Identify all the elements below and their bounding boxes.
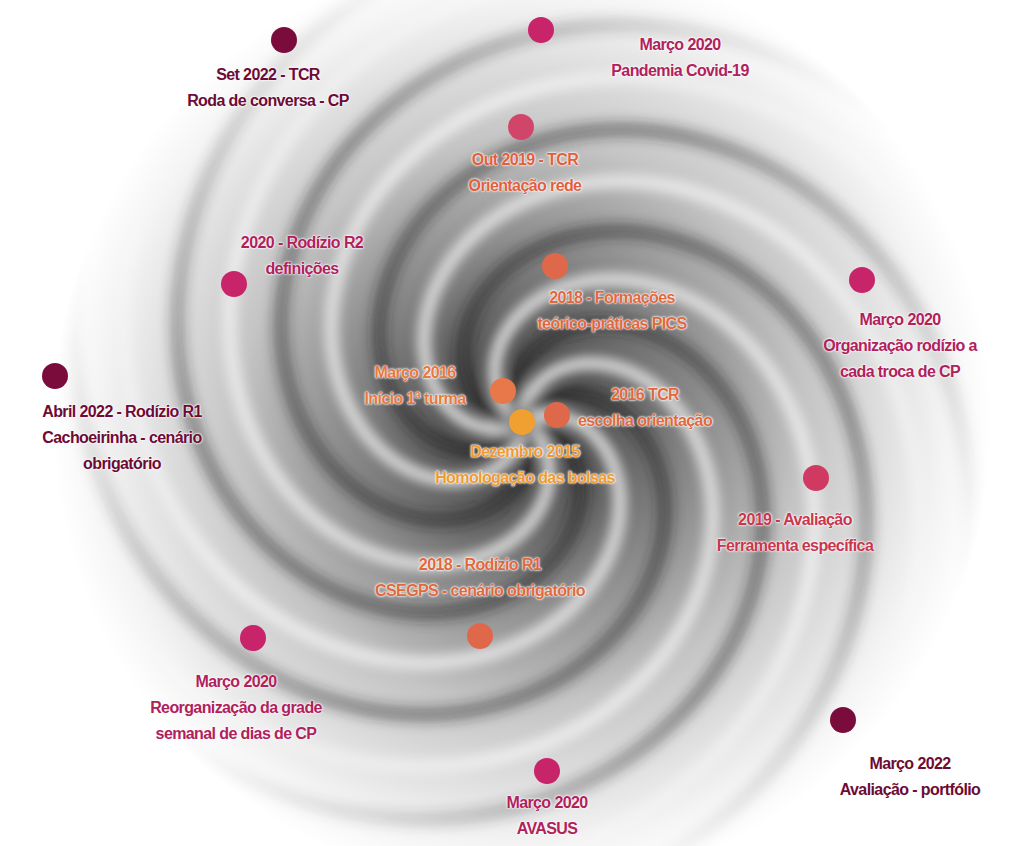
label-line: 2016 TCR bbox=[578, 382, 712, 408]
timeline-dots bbox=[42, 17, 875, 784]
label-line: Avaliação - portfólio bbox=[840, 777, 981, 803]
label-line: Organização rodízio a bbox=[823, 333, 977, 359]
spiral-arms bbox=[47, 0, 997, 846]
timeline-label: Março 2016 Início 1ª turma bbox=[365, 360, 466, 412]
label-line: Out 2019 - TCR bbox=[469, 147, 582, 173]
timeline-label: Dezembro 2015 Homologação das bolsas bbox=[435, 439, 615, 491]
timeline-dot bbox=[528, 17, 554, 43]
label-line: Dezembro 2015 bbox=[435, 439, 615, 465]
label-line: Cachoeirinha - cenário bbox=[42, 425, 202, 451]
timeline-label: Março 2020 Reorganização da grade semana… bbox=[150, 669, 322, 747]
timeline-label: 2018 - Formações teórico-práticas PICS bbox=[537, 285, 686, 337]
label-line: Março 2020 bbox=[150, 669, 322, 695]
label-line: Março 2016 bbox=[365, 360, 466, 386]
timeline-dot bbox=[803, 465, 829, 491]
label-line: 2018 - Rodízio R1 bbox=[375, 552, 585, 578]
label-line: 2018 - Formações bbox=[537, 285, 686, 311]
timeline-dot bbox=[534, 758, 560, 784]
label-line: definições bbox=[241, 256, 363, 282]
spiral-arm-light bbox=[124, 44, 620, 663]
timeline-dot bbox=[240, 625, 266, 651]
label-line: 2020 - Rodízio R2 bbox=[241, 230, 363, 256]
timeline-dot bbox=[509, 409, 535, 435]
timeline-label: 2020 - Rodízio R2 definições bbox=[241, 230, 363, 282]
timeline-dot bbox=[544, 402, 570, 428]
timeline-dot bbox=[490, 378, 516, 404]
label-line: Abril 2022 - Rodízio R1 bbox=[42, 399, 202, 425]
label-line: Março 2020 bbox=[611, 32, 748, 58]
timeline-dot bbox=[508, 114, 534, 140]
label-line: Março 2020 bbox=[823, 307, 977, 333]
label-line: Ferramenta específica bbox=[717, 533, 873, 559]
timeline-label: Março 2020 Pandemia Covid-19 bbox=[611, 32, 748, 84]
timeline-label: Março 2020 Organização rodízio a cada tr… bbox=[823, 307, 977, 385]
timeline-dot bbox=[467, 623, 493, 649]
timeline-dot bbox=[830, 707, 856, 733]
label-line: Pandemia Covid-19 bbox=[611, 58, 748, 84]
timeline-label: 2016 TCR escolha orientação bbox=[578, 382, 712, 434]
label-line: AVASUS bbox=[506, 816, 587, 842]
timeline-dot bbox=[42, 363, 68, 389]
label-line: obrigatório bbox=[42, 451, 202, 477]
label-line: Março 2022 bbox=[840, 751, 981, 777]
timeline-label: Março 2020 AVASUS bbox=[506, 790, 587, 842]
label-line: Início 1ª turma bbox=[365, 386, 466, 412]
label-line: cada troca de CP bbox=[823, 359, 977, 385]
timeline-dot bbox=[849, 267, 875, 293]
label-line: teórico-práticas PICS bbox=[537, 311, 686, 337]
label-line: CSEGPS - cenário obrigatório bbox=[375, 578, 585, 604]
label-line: Homologação das bolsas bbox=[435, 465, 615, 491]
label-line: semanal de dias de CP bbox=[150, 721, 322, 747]
label-line: Set 2022 - TCR bbox=[187, 62, 349, 88]
timeline-dot bbox=[271, 27, 297, 53]
label-line: 2019 - Avaliação bbox=[717, 507, 873, 533]
label-line: Março 2020 bbox=[506, 790, 587, 816]
timeline-label: Março 2022 Avaliação - portfólio bbox=[840, 751, 981, 803]
timeline-dot bbox=[221, 271, 247, 297]
label-line: Roda de conversa - CP bbox=[187, 88, 349, 114]
timeline-dot bbox=[542, 253, 568, 279]
timeline-label: 2019 - Avaliação Ferramenta específica bbox=[717, 507, 873, 559]
spiral-arm-dark bbox=[144, 324, 763, 820]
timeline-label: Set 2022 - TCR Roda de conversa - CP bbox=[187, 62, 349, 114]
timeline-label: Out 2019 - TCR Orientação rede bbox=[469, 147, 582, 199]
timeline-label: 2018 - Rodízio R1 CSEGPS - cenário obrig… bbox=[375, 552, 585, 604]
label-line: Orientação rede bbox=[469, 173, 582, 199]
timeline-label: Abril 2022 - Rodízio R1 Cachoeirinha - c… bbox=[42, 399, 202, 477]
label-line: escolha orientação bbox=[578, 408, 712, 434]
label-line: Reorganização da grade bbox=[150, 695, 322, 721]
